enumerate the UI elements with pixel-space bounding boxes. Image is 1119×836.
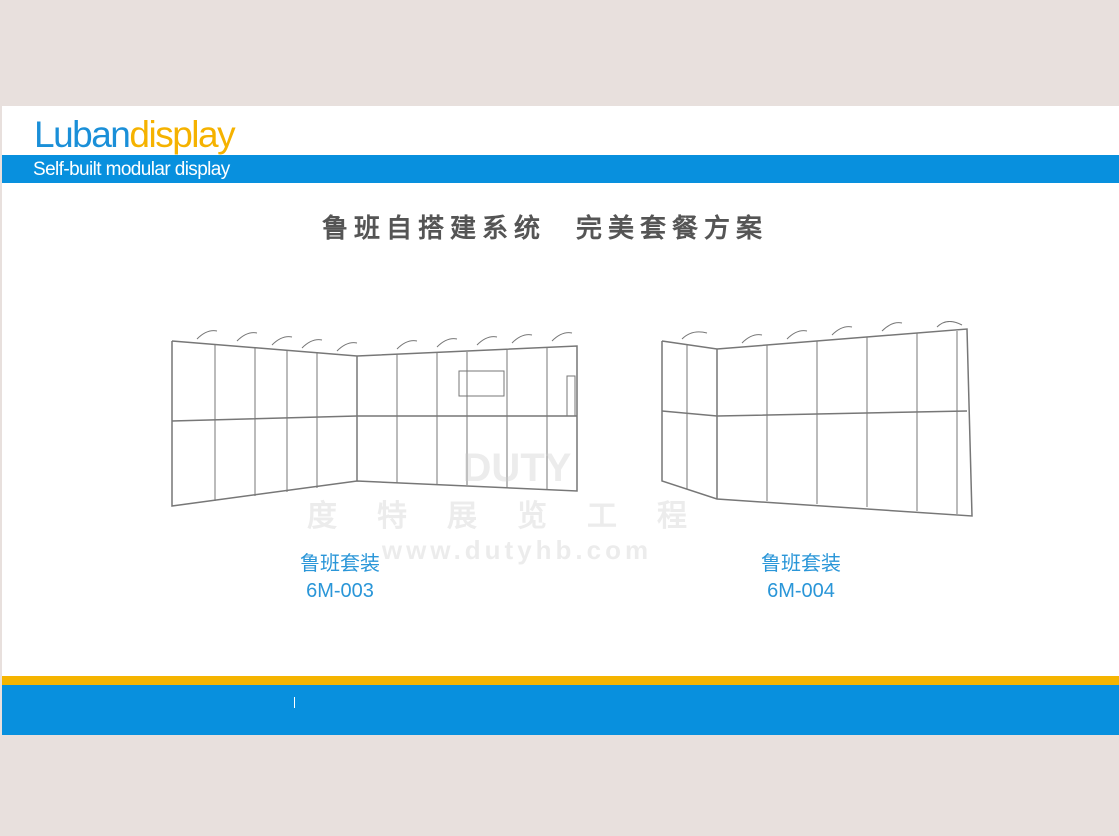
- tagline: Self-built modular display: [33, 159, 230, 180]
- text-cursor: [294, 697, 295, 708]
- product-caption-1: 鲁班套装 6M-003: [270, 551, 410, 605]
- watermark-cn: 度特展览工程: [307, 500, 727, 533]
- logo-text-luban: Luban: [34, 114, 131, 155]
- watermark-url: www.dutyhb.com: [381, 535, 653, 565]
- brand-logo: Lubandisplay: [34, 114, 236, 156]
- slide: Lubandisplay Self-built modular display …: [2, 106, 1119, 676]
- product-caption-2: 鲁班套装 6M-004: [731, 551, 871, 605]
- product-code: 6M-004: [767, 580, 835, 602]
- watermark-brand: DUTY: [462, 446, 572, 490]
- logo-text-display: display: [129, 114, 235, 155]
- product-name: 鲁班套装: [300, 553, 380, 575]
- header-band: Self-built modular display: [2, 155, 1119, 183]
- product-name: 鲁班套装: [761, 553, 841, 575]
- booth-drawing-6m-003: [171, 330, 578, 507]
- footer-yellow-stripe: [2, 676, 1119, 685]
- footer-band: [2, 685, 1119, 735]
- title-part2: 完美套餐方案: [576, 214, 769, 244]
- page-title: 鲁班自搭建系统完美套餐方案: [322, 208, 798, 245]
- product-code: 6M-003: [306, 580, 374, 602]
- title-part1: 鲁班自搭建系统: [322, 214, 547, 244]
- booth-drawing-6m-004: [661, 321, 973, 517]
